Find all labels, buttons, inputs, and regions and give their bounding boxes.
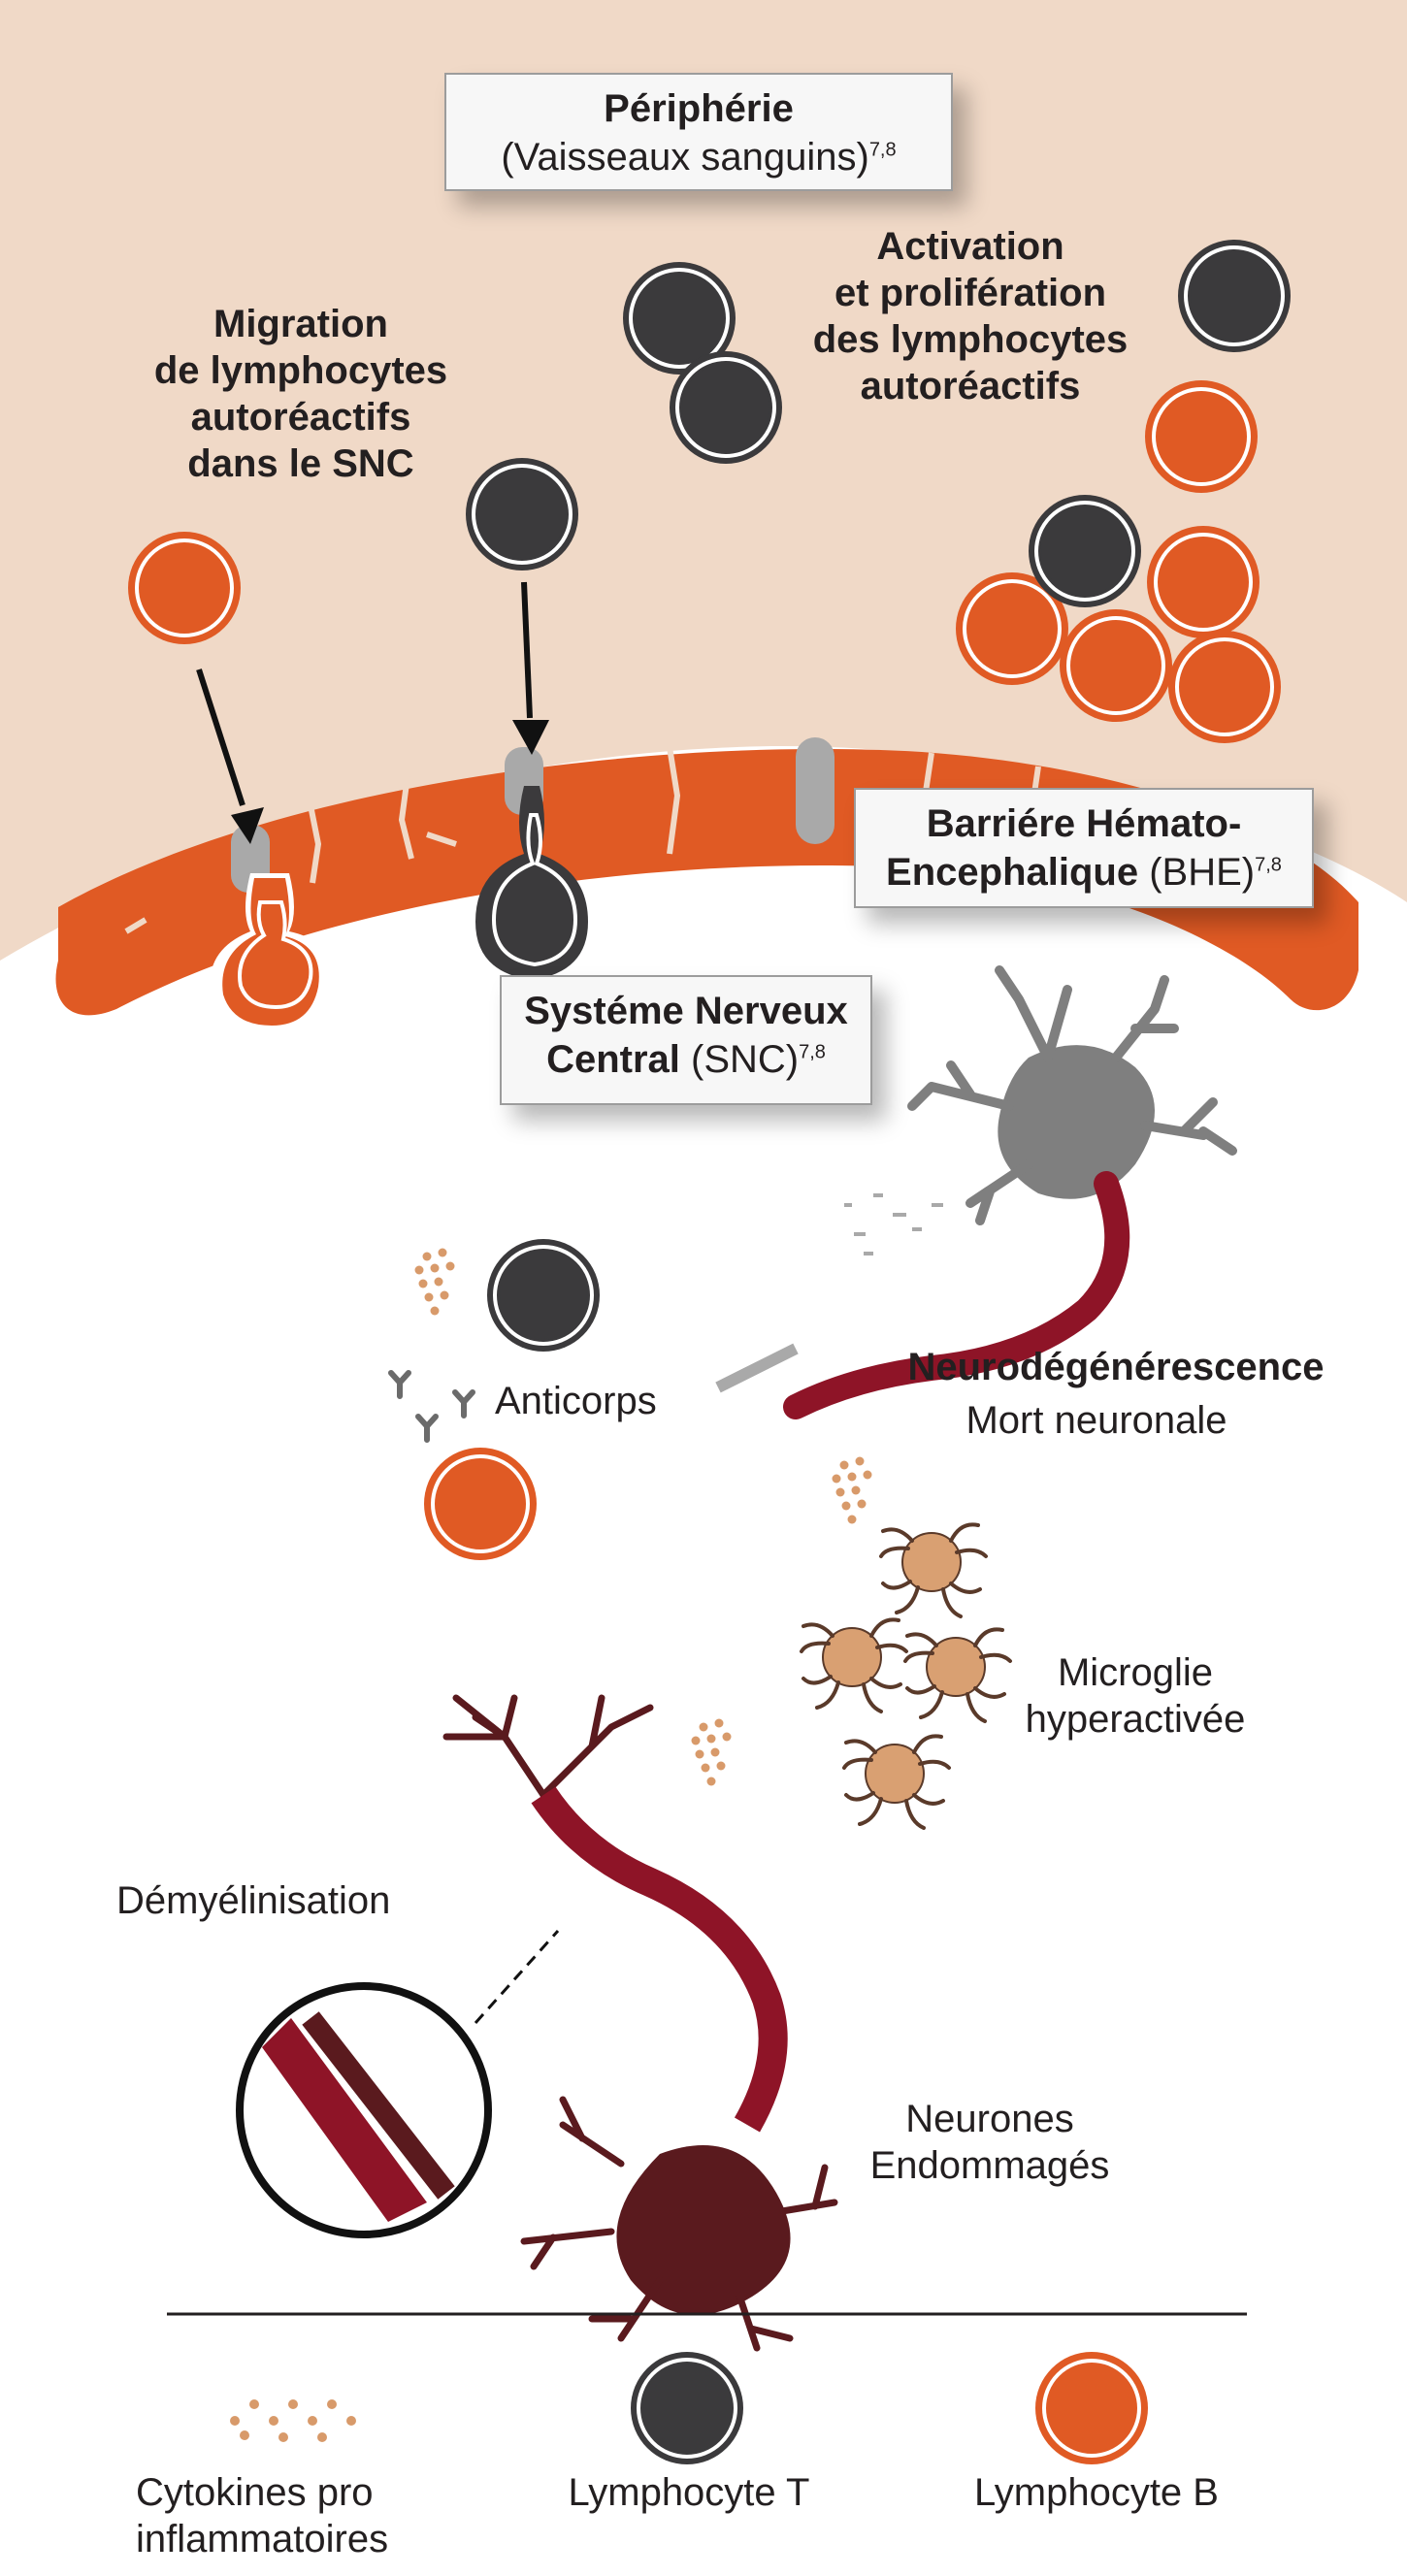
b-cell-3 (1145, 524, 1261, 640)
demyelination-inset (236, 1982, 492, 2238)
bhe-box: Barriére Hémato- Encephalique (BHE)7,8 (854, 788, 1314, 908)
periphery-subtitle: (Vaisseaux sanguins)7,8 (501, 136, 897, 179)
b-cell-migration (126, 530, 243, 646)
neurodeg-label: Neurodégénérescence (907, 1346, 1325, 1388)
t-cell-3 (1176, 238, 1292, 354)
inset-connector (474, 1929, 560, 2025)
t-cell-2 (668, 349, 784, 466)
periphery-title: Périphérie (604, 87, 794, 130)
demyel-label: Démyélinisation (116, 1879, 391, 1922)
bhe-title-2: Encephalique (BHE)7,8 (886, 851, 1282, 894)
t-cell-cns (485, 1237, 602, 1353)
cytokines-3 (691, 1718, 732, 1786)
t-cell-4 (1027, 493, 1143, 609)
cytokines-1 (414, 1248, 455, 1316)
damaged-neuron (442, 1694, 838, 2352)
microglia-4 (842, 1734, 951, 1830)
legend-b-cell-icon (1033, 2350, 1150, 2466)
legend-cytokine-icon (230, 2399, 356, 2442)
microglia-2 (800, 1617, 908, 1713)
antibody-2 (455, 1392, 473, 1416)
mort-label: Mort neuronale (965, 1399, 1227, 1442)
snc-title-2: Central (SNC)7,8 (546, 1038, 826, 1081)
bhe-title-1: Barriére Hémato- (926, 802, 1242, 845)
legend-b-label: Lymphocyte B (974, 2471, 1219, 2514)
migration-arrows (196, 581, 549, 844)
anticorps-label: Anticorps (495, 1380, 657, 1422)
barrier-cracks (124, 746, 1041, 934)
degenerating-neuron (715, 965, 1237, 1419)
microglia-1 (879, 1522, 988, 1618)
legend-t-cell-icon (629, 2350, 745, 2466)
migrating-t-cell (475, 786, 588, 980)
migrating-b-cell (210, 873, 330, 1038)
antibody-3 (418, 1417, 436, 1440)
antibody-1 (391, 1373, 409, 1396)
legend-t-label: Lymphocyte T (568, 2471, 810, 2514)
b-cell-4 (1058, 607, 1174, 724)
b-cell-cns (422, 1446, 539, 1562)
cytokines-2 (832, 1456, 872, 1524)
snc-box: Systéme Nerveux Central (SNC)7,8 (500, 975, 872, 1105)
junction-3 (796, 737, 834, 844)
b-cell-5 (1166, 629, 1283, 745)
periphery-background (0, 0, 1407, 961)
periphery-box: Périphérie (Vaisseaux sanguins)7,8 (444, 73, 953, 191)
snc-title-1: Systéme Nerveux (524, 990, 848, 1032)
